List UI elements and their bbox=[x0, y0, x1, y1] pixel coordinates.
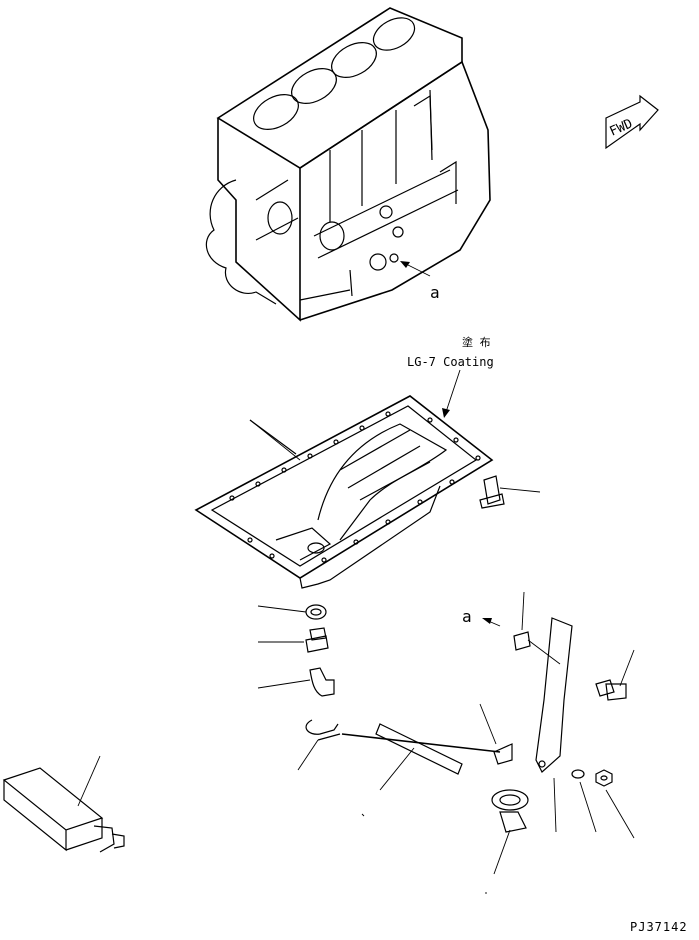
callout-a-bottom-label: a bbox=[462, 607, 472, 626]
oil-strainer-illustration bbox=[479, 703, 529, 875]
mounting-bracket-illustration bbox=[535, 617, 573, 833]
washer-illustration bbox=[571, 769, 597, 833]
suction-pipe-hook-illustration bbox=[297, 719, 341, 771]
callout-a-bottom: a bbox=[462, 607, 501, 627]
oil-pan-leader bbox=[249, 419, 301, 461]
collar-illustration bbox=[513, 591, 561, 665]
elbow-fitting-illustration bbox=[257, 667, 335, 697]
drain-plug-illustration bbox=[258, 627, 329, 653]
drain-plug-gasket-illustration bbox=[257, 604, 327, 620]
coating-en-label: LG-7 Coating bbox=[407, 355, 494, 369]
coating-note: 塗 布 LG-7 Coating bbox=[407, 335, 494, 418]
cylinder-block-illustration bbox=[205, 7, 491, 322]
callout-a-top-label: a bbox=[430, 283, 440, 302]
pan-bolt-illustration bbox=[479, 475, 541, 509]
oil-pan-illustration bbox=[194, 395, 494, 589]
tick-mark bbox=[361, 813, 365, 817]
callout-a-top: a bbox=[400, 261, 440, 302]
installation-tool-illustration bbox=[2, 755, 125, 853]
suction-pipe-illustration bbox=[341, 723, 501, 791]
drawing-code: PJ37142 bbox=[630, 920, 688, 934]
coating-jp-label: 塗 布 bbox=[462, 335, 491, 349]
nut-illustration bbox=[595, 769, 635, 839]
fwd-label: FWD bbox=[608, 116, 636, 139]
fwd-direction-arrow: FWD bbox=[605, 94, 659, 150]
bracket-bolt-illustration bbox=[595, 649, 635, 701]
